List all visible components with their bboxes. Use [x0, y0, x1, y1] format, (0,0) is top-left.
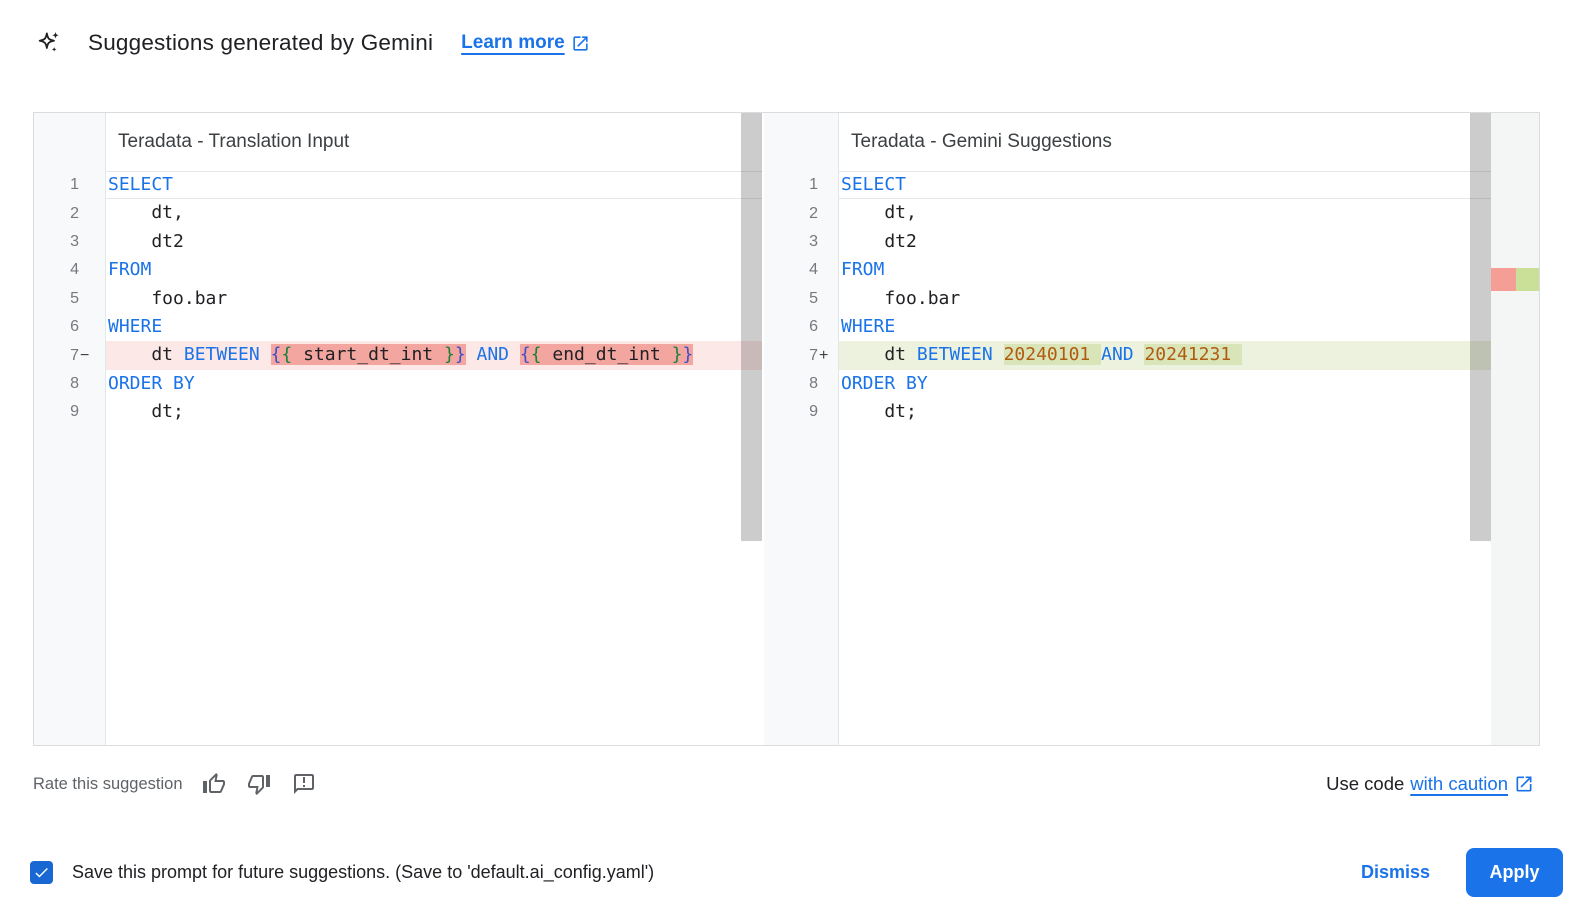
- code-area[interactable]: Teradata - Translation Input SELECT dt, …: [106, 113, 762, 745]
- dismiss-button[interactable]: Dismiss: [1349, 852, 1442, 893]
- code-line: foo.bar: [108, 287, 228, 309]
- line-number: 2: [809, 204, 818, 222]
- thumbs-down-icon: [247, 775, 270, 795]
- vertical-scrollbar[interactable]: [741, 113, 762, 541]
- code-line: dt BETWEEN {{ start_dt_int }} AND {{ end…: [106, 341, 762, 370]
- line-number: 5: [809, 289, 818, 307]
- feedback-button[interactable]: [290, 770, 318, 798]
- checkmark-icon: [35, 867, 48, 877]
- line-number: 8: [70, 374, 79, 392]
- panel-divider: [762, 113, 764, 745]
- line-number: 9: [70, 403, 79, 421]
- code-line: dt;: [108, 401, 184, 423]
- code-line: FROM: [108, 259, 152, 281]
- use-code-text: Use code: [1326, 773, 1405, 794]
- code-line: FROM: [841, 259, 885, 281]
- code-line: dt2: [108, 230, 184, 252]
- open-in-new-icon: [573, 35, 588, 51]
- line-number-gutter: 1 2 3 4 5 6 7− 8 9: [34, 113, 106, 745]
- code-line: dt;: [841, 401, 917, 423]
- overview-removed-marker: [1491, 268, 1516, 291]
- code-line: ORDER BY: [841, 372, 928, 394]
- save-prompt-checkbox[interactable]: [30, 860, 53, 884]
- code-area[interactable]: Teradata - Gemini Suggestions SELECT dt,…: [839, 113, 1491, 745]
- line-number: 3: [70, 232, 79, 250]
- thumbs-down-button[interactable]: [245, 770, 273, 798]
- line-number: 1: [70, 176, 79, 194]
- code-line: dt2: [841, 230, 917, 252]
- code-line: ORDER BY: [108, 372, 195, 394]
- code-line: SELECT: [106, 171, 762, 199]
- learn-more-label: Learn more: [461, 32, 565, 53]
- apply-button[interactable]: Apply: [1466, 847, 1563, 897]
- with-caution-link[interactable]: with caution: [1410, 773, 1508, 794]
- vertical-scrollbar[interactable]: [1470, 113, 1491, 541]
- open-in-new-icon: [1516, 776, 1532, 792]
- thumbs-up-button[interactable]: [200, 770, 228, 798]
- panel-title: Teradata - Translation Input: [106, 113, 762, 171]
- use-code-notice: Use code with caution: [1326, 773, 1534, 795]
- learn-more-link[interactable]: Learn more: [461, 32, 589, 54]
- code-line: WHERE: [841, 315, 896, 337]
- panel-gemini-suggestions: 1 2 3 4 5 6 7+ 8 9 Teradata - Gemini Suggestions…: [764, 113, 1539, 745]
- thumbs-up-icon: [202, 773, 225, 793]
- diff-overview-ruler: [1491, 113, 1539, 745]
- panel-title: Teradata - Gemini Suggestions: [839, 113, 1491, 171]
- code-line: WHERE: [108, 315, 163, 337]
- feedback-bar: Rate this suggestion Use code with cauti…: [33, 766, 1534, 802]
- code-line: dt,: [108, 202, 184, 224]
- line-number: 4: [70, 261, 79, 279]
- panel-translation-input: 1 2 3 4 5 6 7− 8 9 Teradata - Translation Input …: [34, 113, 762, 745]
- line-number: 8: [809, 374, 818, 392]
- line-number: 9: [809, 403, 818, 421]
- line-number: 5: [70, 289, 79, 307]
- code-line: dt BETWEEN 20240101 AND 20241231: [839, 341, 1491, 370]
- feedback-icon: [293, 774, 314, 794]
- rate-label: Rate this suggestion: [33, 774, 183, 793]
- line-number: 2: [70, 204, 79, 222]
- line-number: 1: [809, 176, 818, 194]
- overview-added-marker: [1516, 268, 1539, 291]
- line-number: 6: [809, 318, 818, 336]
- code-line: SELECT: [839, 171, 1491, 199]
- code-line: foo.bar: [841, 287, 961, 309]
- line-number: 4: [809, 261, 818, 279]
- line-number-gutter: 1 2 3 4 5 6 7+ 8 9: [764, 113, 839, 745]
- page-title: Suggestions generated by Gemini: [88, 30, 434, 55]
- gemini-sparkle-icon: [38, 31, 59, 52]
- line-number: 6: [70, 318, 79, 336]
- save-prompt-label: Save this prompt for future suggestions.…: [72, 861, 655, 882]
- line-number: 7+: [809, 346, 829, 364]
- code-line: dt,: [841, 202, 917, 224]
- line-number: 7−: [70, 346, 90, 364]
- line-number: 3: [809, 232, 818, 250]
- header-bar: Suggestions generated by Gemini Learn mo…: [36, 30, 590, 56]
- diff-container: 1 2 3 4 5 6 7− 8 9 Teradata - Translation Input …: [33, 112, 1540, 746]
- action-bar: Save this prompt for future suggestions.…: [30, 845, 1563, 899]
